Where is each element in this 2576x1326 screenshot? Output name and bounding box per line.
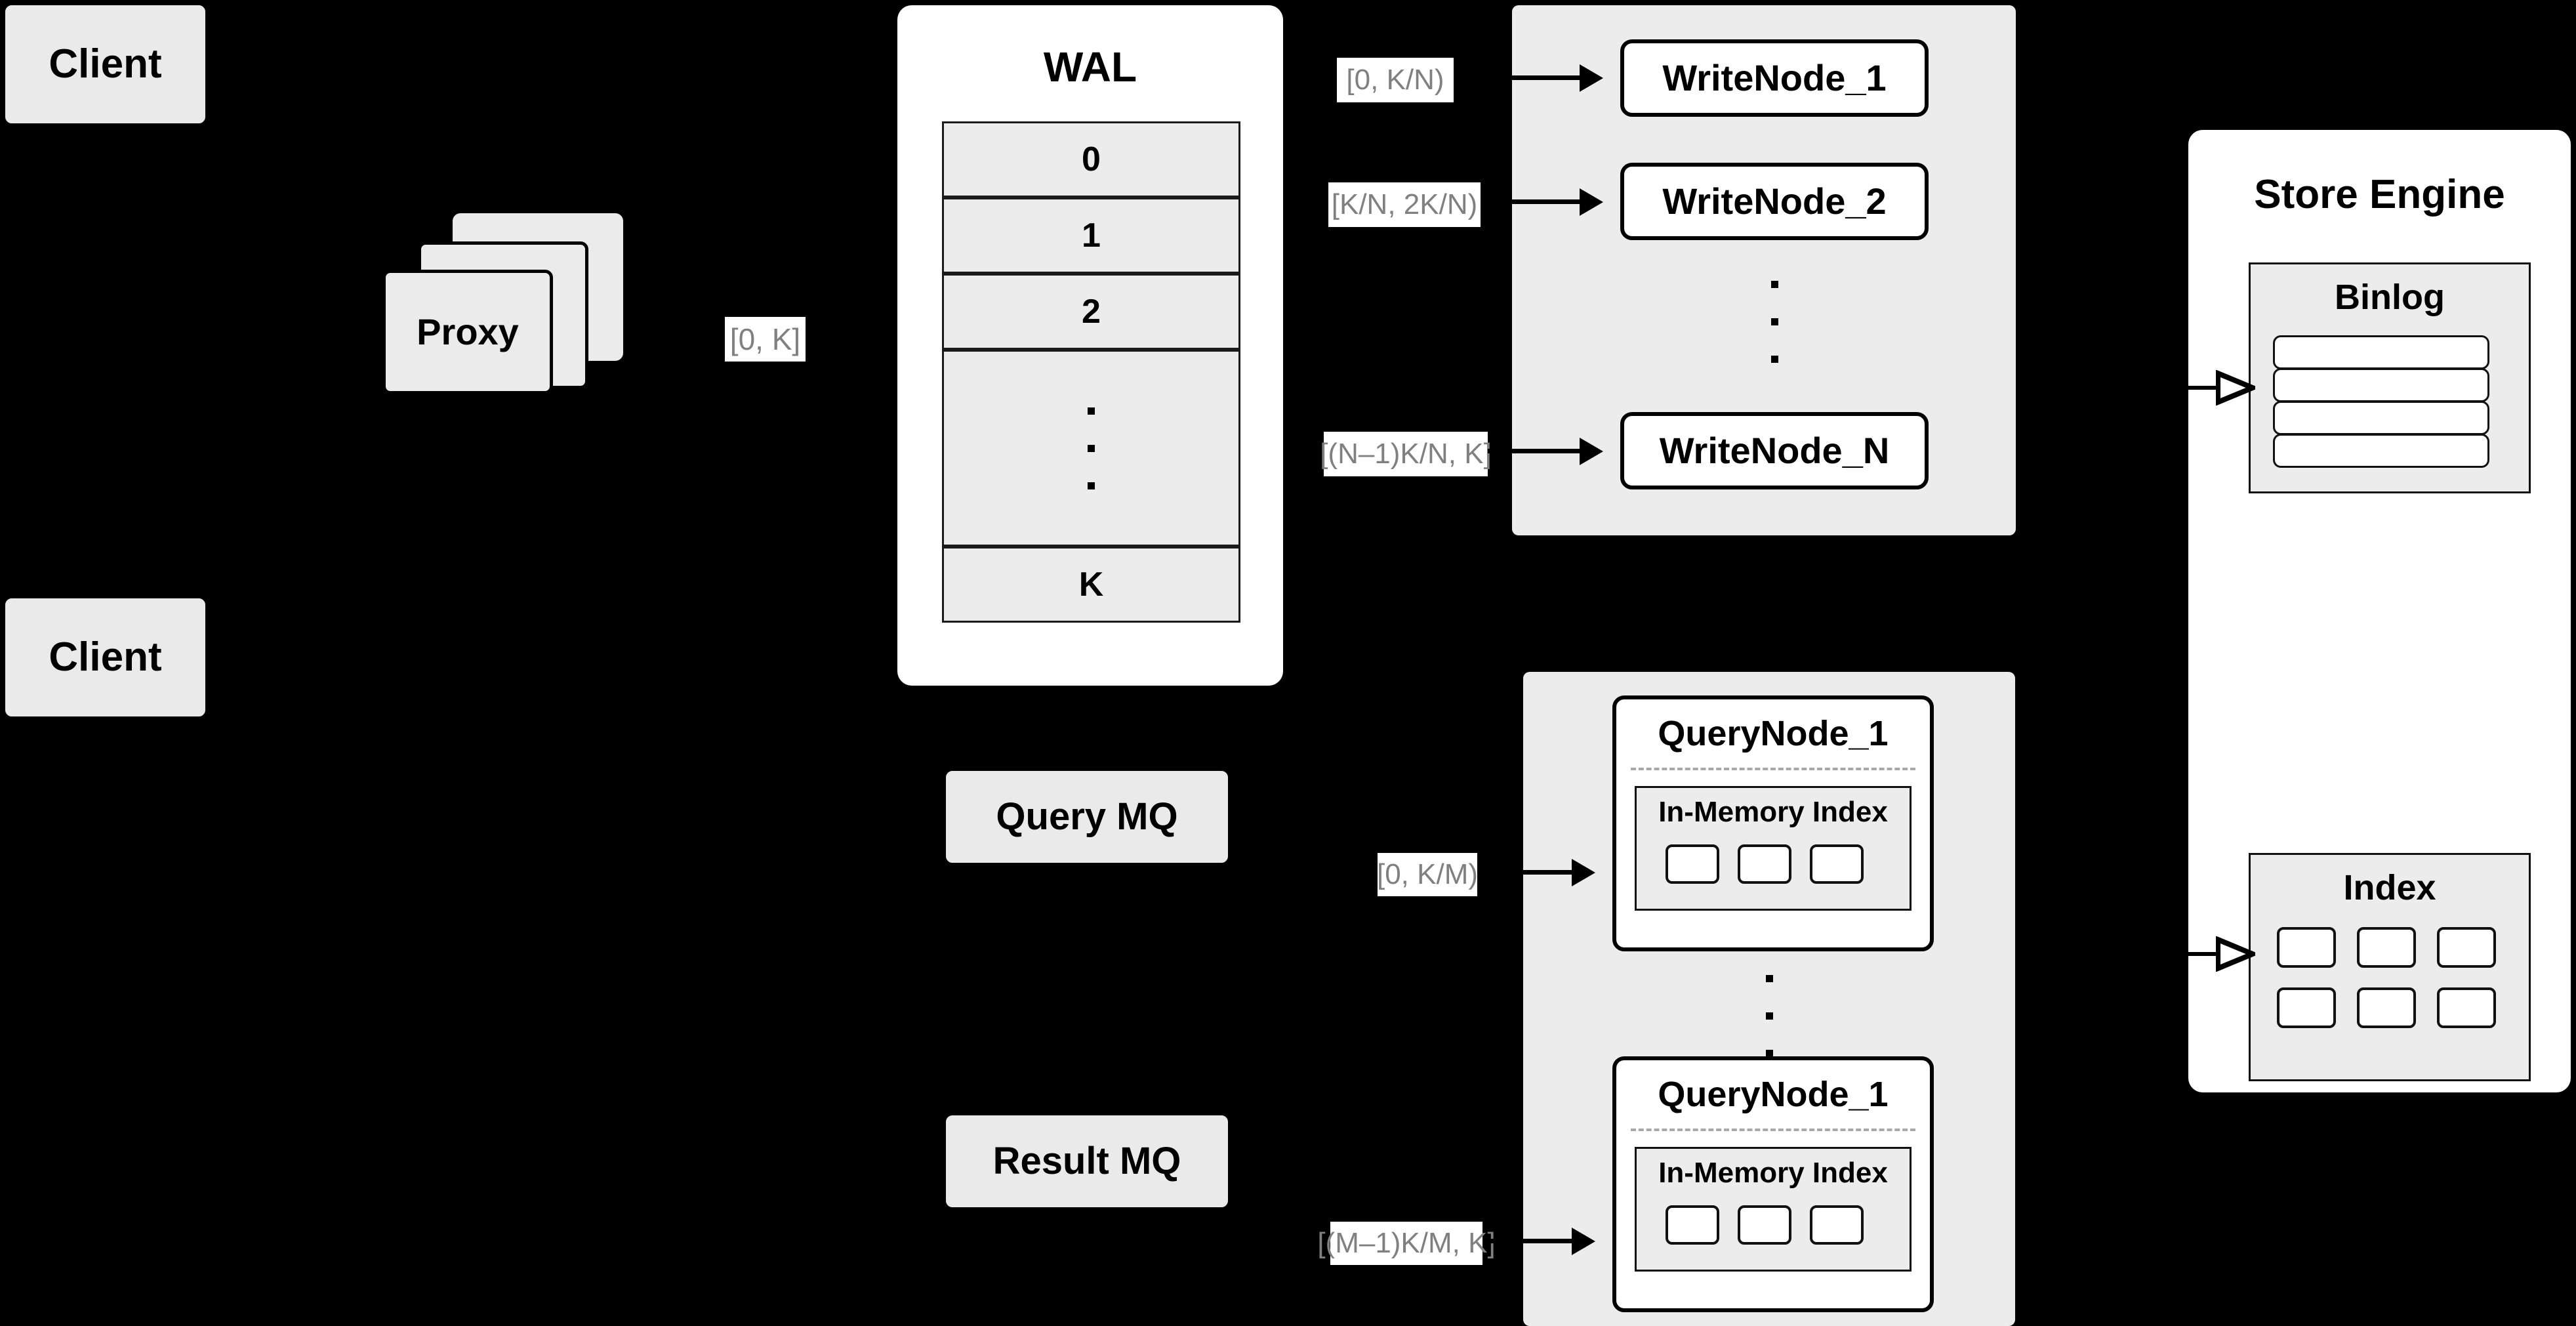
binlog-title-text: Binlog xyxy=(2335,277,2445,317)
index-cell[interactable] xyxy=(1666,844,1719,884)
write-node-n[interactable]: WriteNode_N xyxy=(1620,412,1929,489)
write-node-2[interactable]: WriteNode_2 xyxy=(1620,163,1929,240)
edge-label-write-1: [0, K/N) xyxy=(1337,58,1454,102)
edge-label-text: [0, K] xyxy=(729,322,801,356)
wal-row-label: 1 xyxy=(1082,217,1101,255)
write-arrow-line-2 xyxy=(1481,199,1582,204)
result-mq-label: Result MQ xyxy=(992,1139,1181,1182)
write-node-label: WriteNode_2 xyxy=(1662,180,1887,222)
edge-label-text: [(M–1)K/M, K] xyxy=(1317,1227,1496,1259)
index-cell[interactable] xyxy=(1738,1205,1791,1245)
index-cell[interactable] xyxy=(2357,927,2416,968)
edge-label-text: [K/N, 2K/N) xyxy=(1331,188,1478,220)
proxy-label: Proxy xyxy=(417,310,519,352)
query-arrow-line-1 xyxy=(1477,870,1573,875)
query-mq-label: Query MQ xyxy=(996,795,1178,838)
write-arrow-line-n xyxy=(1488,449,1582,453)
index-title: Index xyxy=(2251,861,2529,914)
write-arrow-head-2 xyxy=(1580,188,1603,216)
edge-label-text: [0, K/M) xyxy=(1376,858,1479,890)
index-cell[interactable] xyxy=(2357,987,2416,1028)
binlog-bar[interactable] xyxy=(2273,401,2489,435)
wal-row-0[interactable]: 0 xyxy=(942,121,1240,197)
query-node-divider xyxy=(1631,1129,1915,1131)
proxy-card-front[interactable]: Proxy xyxy=(382,270,553,394)
query-node-divider xyxy=(1631,768,1915,770)
edge-label-write-n: [(N–1)K/N, K] xyxy=(1320,432,1492,476)
binlog-arrow-line xyxy=(2183,386,2218,390)
write-cluster-ellipsis xyxy=(1770,281,1779,363)
edge-label-write-2: [K/N, 2K/N) xyxy=(1328,182,1481,227)
wal-vertical-ellipsis xyxy=(1087,407,1096,489)
in-memory-index-panel: In-Memory Index xyxy=(1635,1147,1912,1272)
index-cell[interactable] xyxy=(1810,844,1864,884)
index-arrow-line xyxy=(2183,952,2218,956)
query-node-label: QueryNode_1 xyxy=(1658,1074,1889,1114)
proxy-stack[interactable]: Proxy xyxy=(380,213,682,436)
in-memory-index-title: In-Memory Index xyxy=(1637,792,1910,833)
query-node-title: QueryNode_1 xyxy=(1616,707,1930,760)
in-memory-index-label: In-Memory Index xyxy=(1658,795,1888,828)
query-mq-box[interactable]: Query MQ xyxy=(946,771,1228,863)
wal-row-K[interactable]: K xyxy=(942,547,1240,623)
write-node-label: WriteNode_N xyxy=(1659,429,1890,471)
edge-label-query-m: [(M–1)K/M, K] xyxy=(1317,1222,1496,1265)
query-node-title: QueryNode_1 xyxy=(1616,1068,1930,1121)
write-arrow-head-n xyxy=(1580,438,1603,465)
client-box-2[interactable]: Client xyxy=(5,598,205,716)
store-engine-title-text: Store Engine xyxy=(2254,172,2505,218)
edge-label-text: [(N–1)K/N, K] xyxy=(1320,438,1492,470)
wal-row-ellipsis xyxy=(942,350,1240,547)
wal-row-label: 0 xyxy=(1082,140,1101,178)
result-mq-box[interactable]: Result MQ xyxy=(946,1115,1228,1207)
binlog-bar[interactable] xyxy=(2273,335,2489,369)
write-arrow-head-1 xyxy=(1580,64,1603,92)
edge-label-proxy-to-wal: [0, K] xyxy=(725,317,806,362)
wal-row-label: K xyxy=(1078,566,1104,604)
index-cell[interactable] xyxy=(2437,927,2496,968)
in-memory-index-title: In-Memory Index xyxy=(1637,1153,1910,1193)
write-node-1[interactable]: WriteNode_1 xyxy=(1620,39,1929,117)
query-node-m[interactable]: QueryNode_1 In-Memory Index xyxy=(1612,1056,1934,1312)
query-node-label: QueryNode_1 xyxy=(1658,713,1889,753)
edge-label-query-1: [0, K/M) xyxy=(1376,853,1479,896)
wal-row-2[interactable]: 2 xyxy=(942,274,1240,350)
index-cell[interactable] xyxy=(2437,987,2496,1028)
index-cell[interactable] xyxy=(2277,987,2336,1028)
index-cell[interactable] xyxy=(1810,1205,1864,1245)
write-arrow-line-1 xyxy=(1454,75,1582,80)
binlog-bar[interactable] xyxy=(2273,368,2489,402)
index-cell[interactable] xyxy=(1666,1205,1719,1245)
query-arrow-head-1 xyxy=(1572,859,1595,886)
in-memory-index-panel: In-Memory Index xyxy=(1635,786,1912,911)
index-panel: Index xyxy=(2249,853,2531,1081)
query-node-1[interactable]: QueryNode_1 In-Memory Index xyxy=(1612,695,1934,951)
store-engine-title: Store Engine xyxy=(2188,165,2571,224)
index-cell[interactable] xyxy=(1738,844,1791,884)
query-arrow-head-m xyxy=(1572,1228,1595,1255)
in-memory-index-label: In-Memory Index xyxy=(1658,1156,1888,1189)
wal-row-1[interactable]: 1 xyxy=(942,197,1240,274)
wal-row-label: 2 xyxy=(1082,293,1101,331)
query-arrow-line-m xyxy=(1482,1239,1573,1243)
binlog-bar[interactable] xyxy=(2273,434,2489,468)
client-label: Client xyxy=(49,41,162,87)
wal-title: WAL xyxy=(897,38,1283,97)
wal-title-text: WAL xyxy=(1043,43,1137,91)
query-cluster-ellipsis xyxy=(1765,975,1774,1057)
index-arrow-open-head xyxy=(2216,936,2255,972)
client-label: Client xyxy=(49,634,162,680)
index-title-text: Index xyxy=(2343,867,2436,907)
edge-label-text: [0, K/N) xyxy=(1346,64,1444,96)
client-box-1[interactable]: Client xyxy=(5,5,205,123)
binlog-panel: Binlog xyxy=(2249,262,2531,493)
binlog-arrow-open-head xyxy=(2216,370,2255,405)
write-node-label: WriteNode_1 xyxy=(1662,56,1887,98)
binlog-title: Binlog xyxy=(2251,271,2529,323)
index-cell[interactable] xyxy=(2277,927,2336,968)
